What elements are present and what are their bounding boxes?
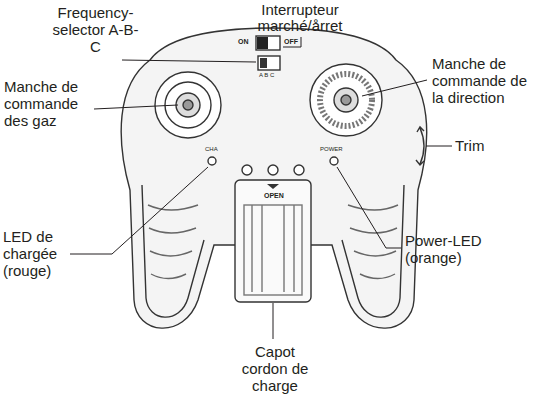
power-led (330, 157, 338, 165)
device-marking: CHA (205, 146, 218, 153)
device-marking: POWER (320, 146, 343, 153)
frequency-selector (258, 56, 280, 70)
callout-label: Power-LED (orange) (405, 232, 490, 266)
direction-stick (310, 64, 382, 136)
throttle-stick (155, 72, 221, 138)
remote-body (121, 28, 426, 328)
grip-left (142, 185, 204, 317)
button-hole (242, 165, 252, 175)
callout-label: Interrupteur marché/årret (250, 2, 350, 34)
device-marking: A B C (259, 72, 274, 79)
power-switch (256, 36, 280, 50)
callout-label: Frequency- selector A-B-C (48, 4, 143, 55)
callout-label: Manche de commande des gaz (4, 78, 94, 129)
grip-right (342, 185, 404, 317)
button-hole (294, 165, 304, 175)
callout-label: Trim (455, 137, 484, 154)
callout-label: Manche de commande de la direction (432, 55, 536, 106)
device-marking: OPEN (264, 192, 284, 200)
button-hole (268, 165, 278, 175)
callout-label: LED de chargée (rouge) (3, 228, 78, 279)
charge-led (208, 157, 216, 165)
callout-label: Capot cordon de charge (235, 343, 315, 394)
leader-lines (70, 37, 452, 339)
device-marking: OFF (284, 38, 298, 46)
charge-cover (235, 180, 311, 302)
trim-arrows (416, 127, 424, 165)
device-marking: ON (238, 38, 249, 46)
